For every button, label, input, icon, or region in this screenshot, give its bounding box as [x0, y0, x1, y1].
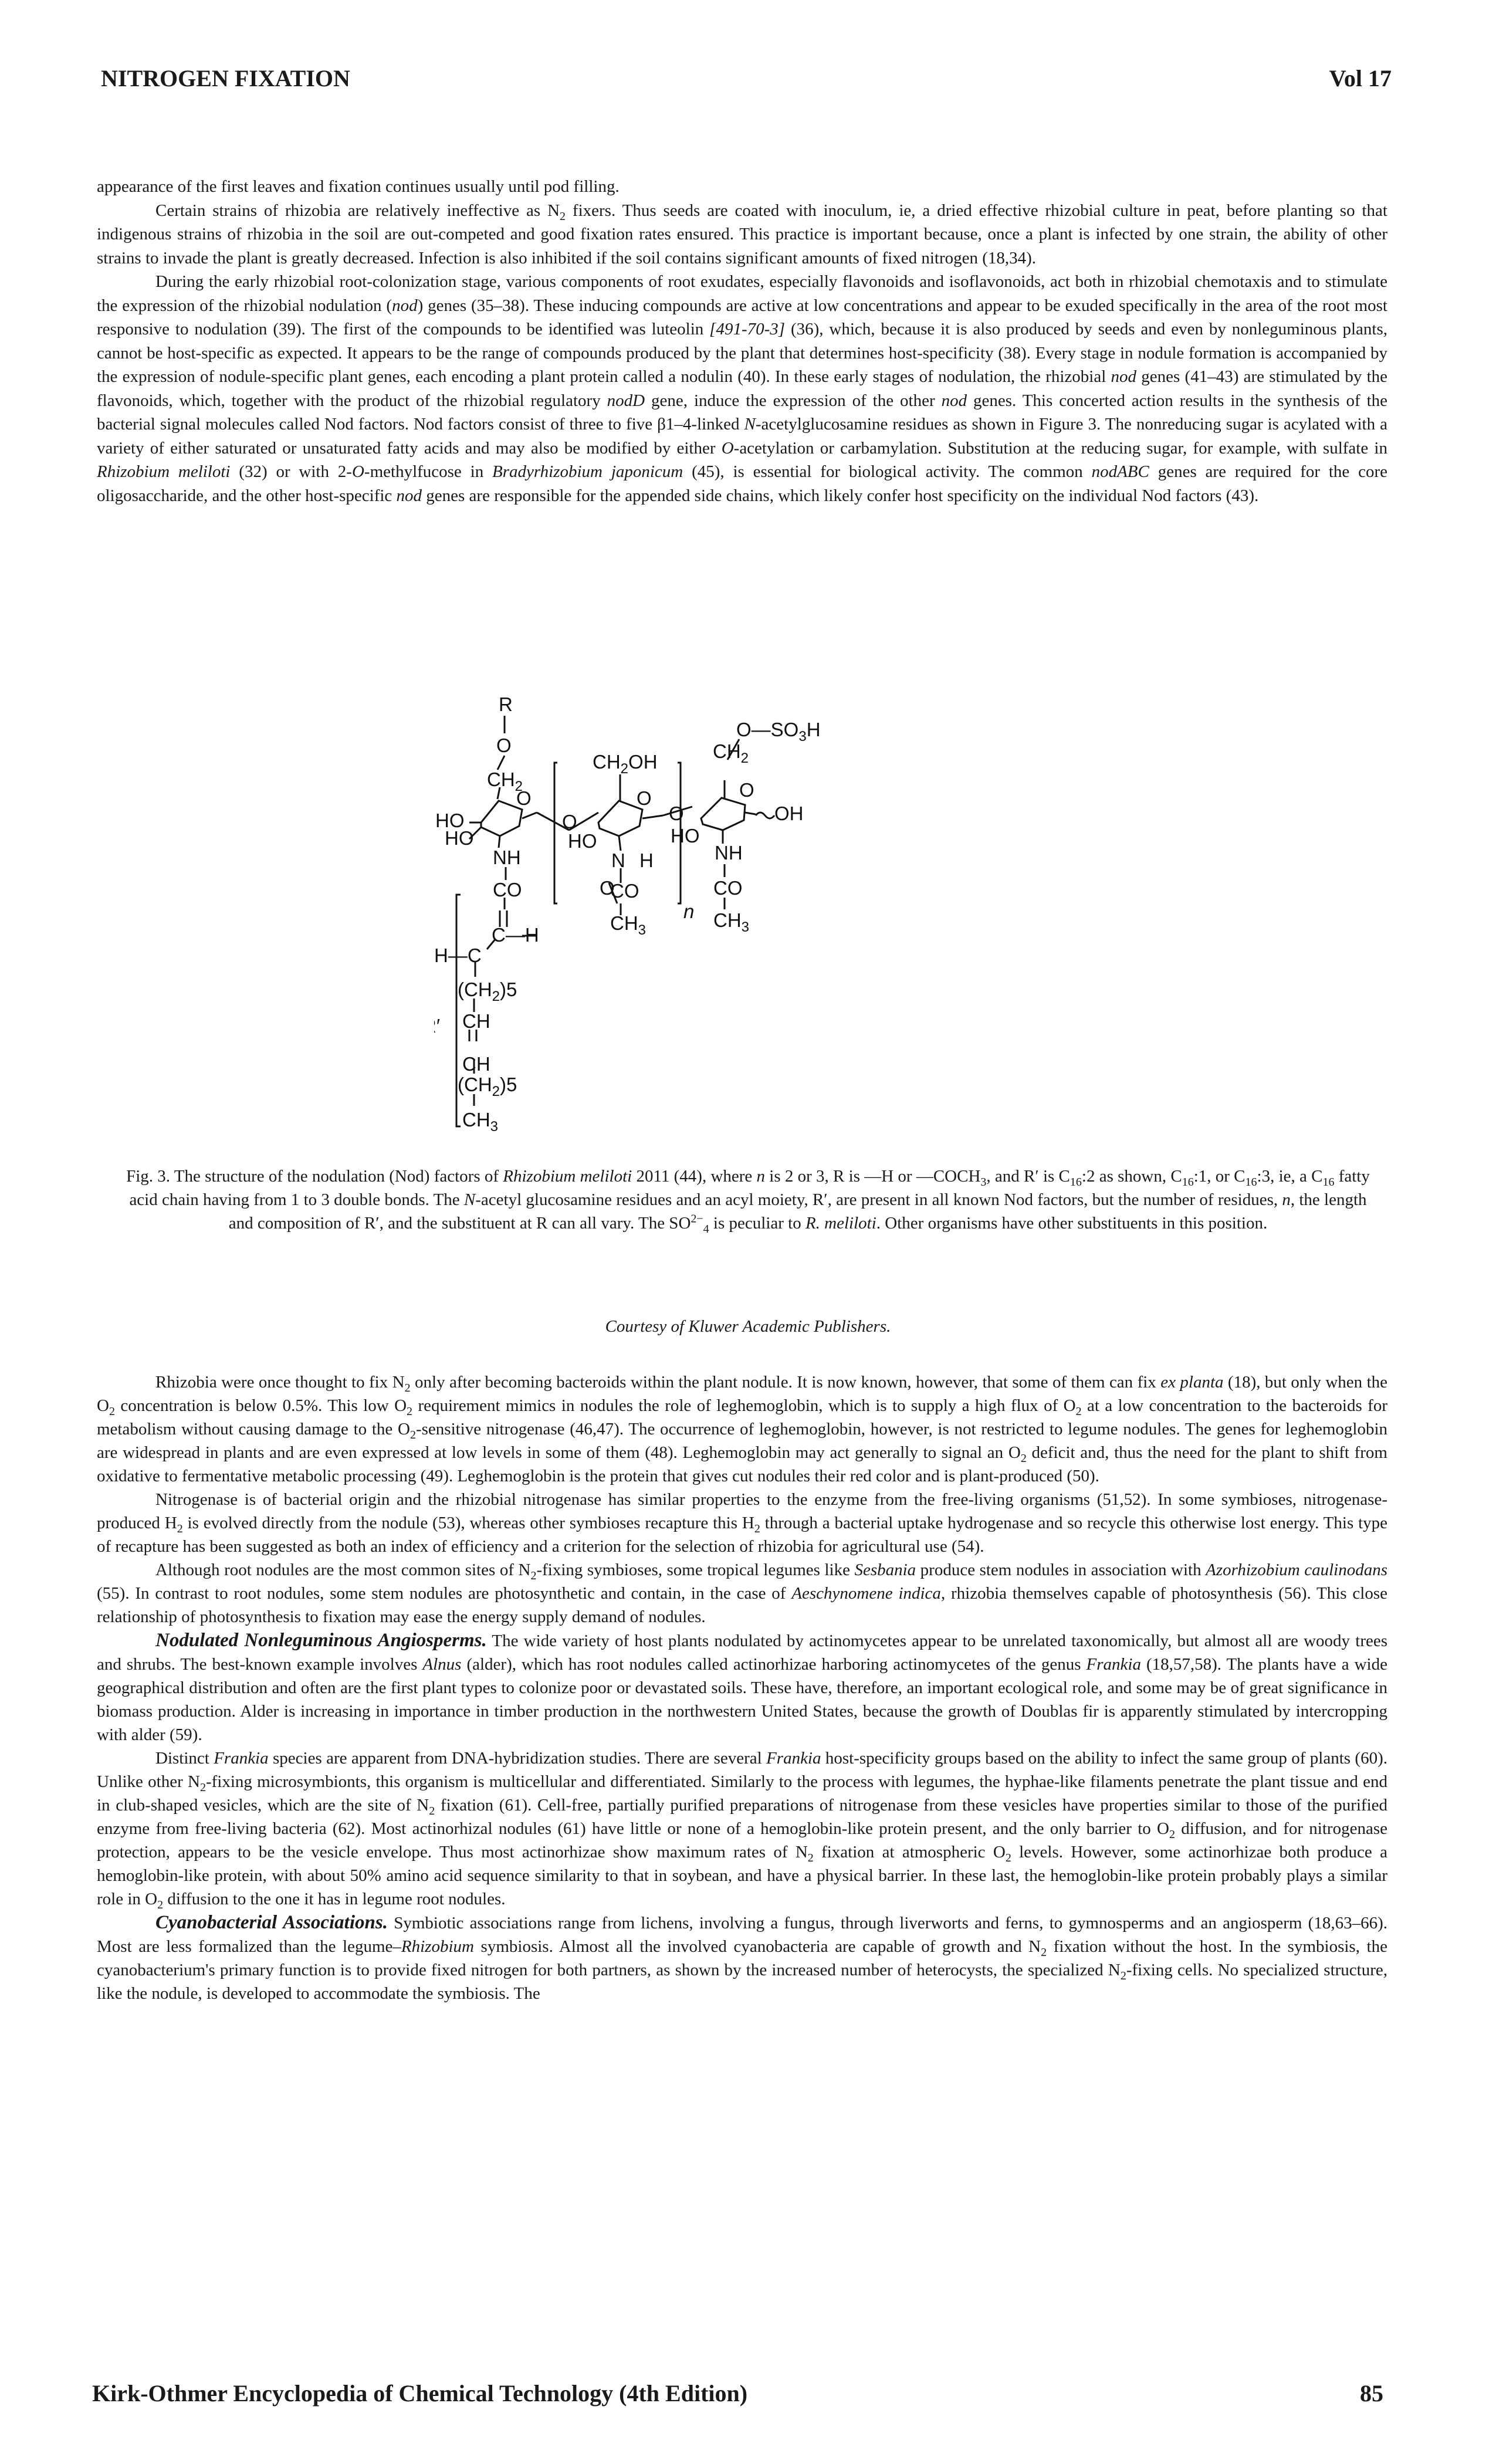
- label-CH3: CH3: [713, 909, 749, 935]
- text-block-upper: appearance of the first leaves and fixat…: [97, 175, 1387, 507]
- figure-credit: Courtesy of Kluwer Academic Publishers.: [605, 1317, 891, 1336]
- label-R: R: [499, 693, 513, 715]
- label-CO: CO: [713, 877, 743, 899]
- label-HO: HO: [435, 810, 465, 831]
- label-Rprime: R′: [434, 1015, 440, 1037]
- label-O-ring: O: [516, 787, 532, 809]
- running-header-title: NITROGEN FIXATION: [101, 65, 350, 92]
- footer-title: Kirk-Othmer Encyclopedia of Chemical Tec…: [92, 2380, 748, 2407]
- label-n: n: [683, 901, 694, 922]
- paragraph: Nitrogenase is of bacterial origin and t…: [97, 1490, 1388, 1556]
- label-OH: OH: [774, 803, 804, 824]
- figure-caption: Fig. 3. The structure of the nodulation …: [126, 1167, 1370, 1236]
- label-HO: HO: [568, 830, 597, 852]
- label-O-ring: O: [637, 787, 652, 809]
- label-NH: NH: [715, 842, 743, 864]
- paragraph: Nodulated Nonleguminous Angiosperms. The…: [97, 1630, 1387, 1744]
- label-NH: NH: [493, 847, 521, 868]
- paragraph: Rhizobia were once thought to fix N2 onl…: [97, 1373, 1388, 1485]
- label-CH2: CH2: [713, 740, 749, 766]
- label-HO: HO: [671, 825, 700, 847]
- paragraph: During the early rhizobial root-coloniza…: [97, 272, 1388, 505]
- paragraph: Cyanobacterial Associations. Symbiotic a…: [97, 1912, 1387, 2003]
- label-H: H: [639, 849, 654, 871]
- label-CH2-5: (CH2)5: [458, 979, 517, 1004]
- nod-factor-structure-figure: R O CH2 O HO HO NH CO C—H H—C (CH2)5 CH …: [434, 693, 821, 1135]
- label-O-link: O: [669, 803, 684, 824]
- label-O-bracket: O: [600, 877, 615, 899]
- label-O-ring: O: [739, 779, 754, 801]
- label-CO: CO: [493, 879, 522, 901]
- section-heading: Cyanobacterial Associations.: [155, 1912, 388, 1933]
- label-CH2OH: CH2OH: [593, 751, 658, 777]
- label-O-link: O: [562, 811, 577, 832]
- paragraph: appearance of the first leaves and fixat…: [97, 177, 620, 196]
- page-number: 85: [1360, 2380, 1383, 2407]
- section-heading: Nodulated Nonleguminous Angiosperms.: [155, 1630, 487, 1651]
- running-header-volume: Vol 17: [1329, 65, 1392, 92]
- label-HO: HO: [445, 827, 474, 849]
- label-C-H: C—H: [492, 924, 539, 946]
- label-H-C: H—C: [434, 945, 482, 966]
- label-CO: CO: [610, 880, 639, 902]
- paragraph: Although root nodules are the most commo…: [97, 1561, 1388, 1626]
- label-CH3: CH3: [462, 1109, 498, 1135]
- paragraph: Distinct Frankia species are apparent fr…: [97, 1749, 1387, 1911]
- label-O: O: [496, 735, 512, 756]
- label-CH2-5: (CH2)5: [458, 1074, 517, 1099]
- paragraph: Certain strains of rhizobia are relative…: [97, 201, 1387, 268]
- label-CH: CH: [462, 1053, 490, 1075]
- label-N: N: [611, 849, 625, 871]
- label-SO3H: O—SO3H: [736, 719, 821, 744]
- label-CH3: CH3: [610, 912, 646, 938]
- label-CH: CH: [462, 1010, 490, 1032]
- label-CH2: CH2: [487, 769, 523, 794]
- text-block-lower: Rhizobia were once thought to fix N2 onl…: [97, 1370, 1387, 2005]
